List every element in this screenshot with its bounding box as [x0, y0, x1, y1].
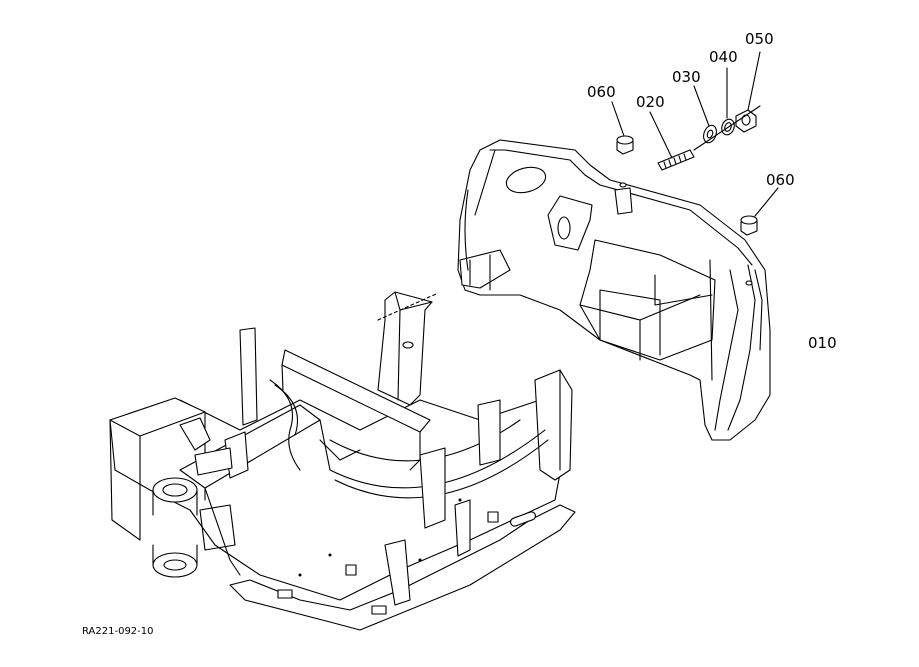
cover-mount-boss: [547, 195, 593, 251]
fastener-set: [616, 105, 761, 236]
leader-lines: [377, 51, 779, 321]
label-020: 020: [636, 93, 665, 111]
part-labels: 060 020 030 040 050 060 010 RA221-092-10: [82, 30, 837, 637]
swing-boss: [152, 477, 198, 578]
drawing-code: RA221-092-10: [82, 626, 154, 637]
frame-rear-bracket: [534, 369, 573, 481]
plug-060-lower: [740, 215, 758, 236]
cover-part-010: [457, 139, 771, 441]
washer-030: [703, 124, 717, 144]
label-010: 010: [808, 334, 837, 352]
frame-post-right: [477, 399, 501, 466]
plug-060-upper: [616, 135, 634, 155]
label-040: 040: [709, 48, 738, 66]
cover-oval-recess: [505, 166, 547, 194]
label-060-upper: 060: [587, 83, 616, 101]
frame-upright-bracket: [377, 291, 433, 406]
label-060-lower: 060: [766, 171, 795, 189]
label-030: 030: [672, 68, 701, 86]
nut-050: [735, 109, 757, 133]
frame-assembly: [109, 291, 576, 631]
frame-post-left: [239, 327, 258, 426]
stud-bolt-020: [657, 149, 695, 171]
frame-base-plate: [229, 504, 576, 631]
label-050: 050: [745, 30, 774, 48]
